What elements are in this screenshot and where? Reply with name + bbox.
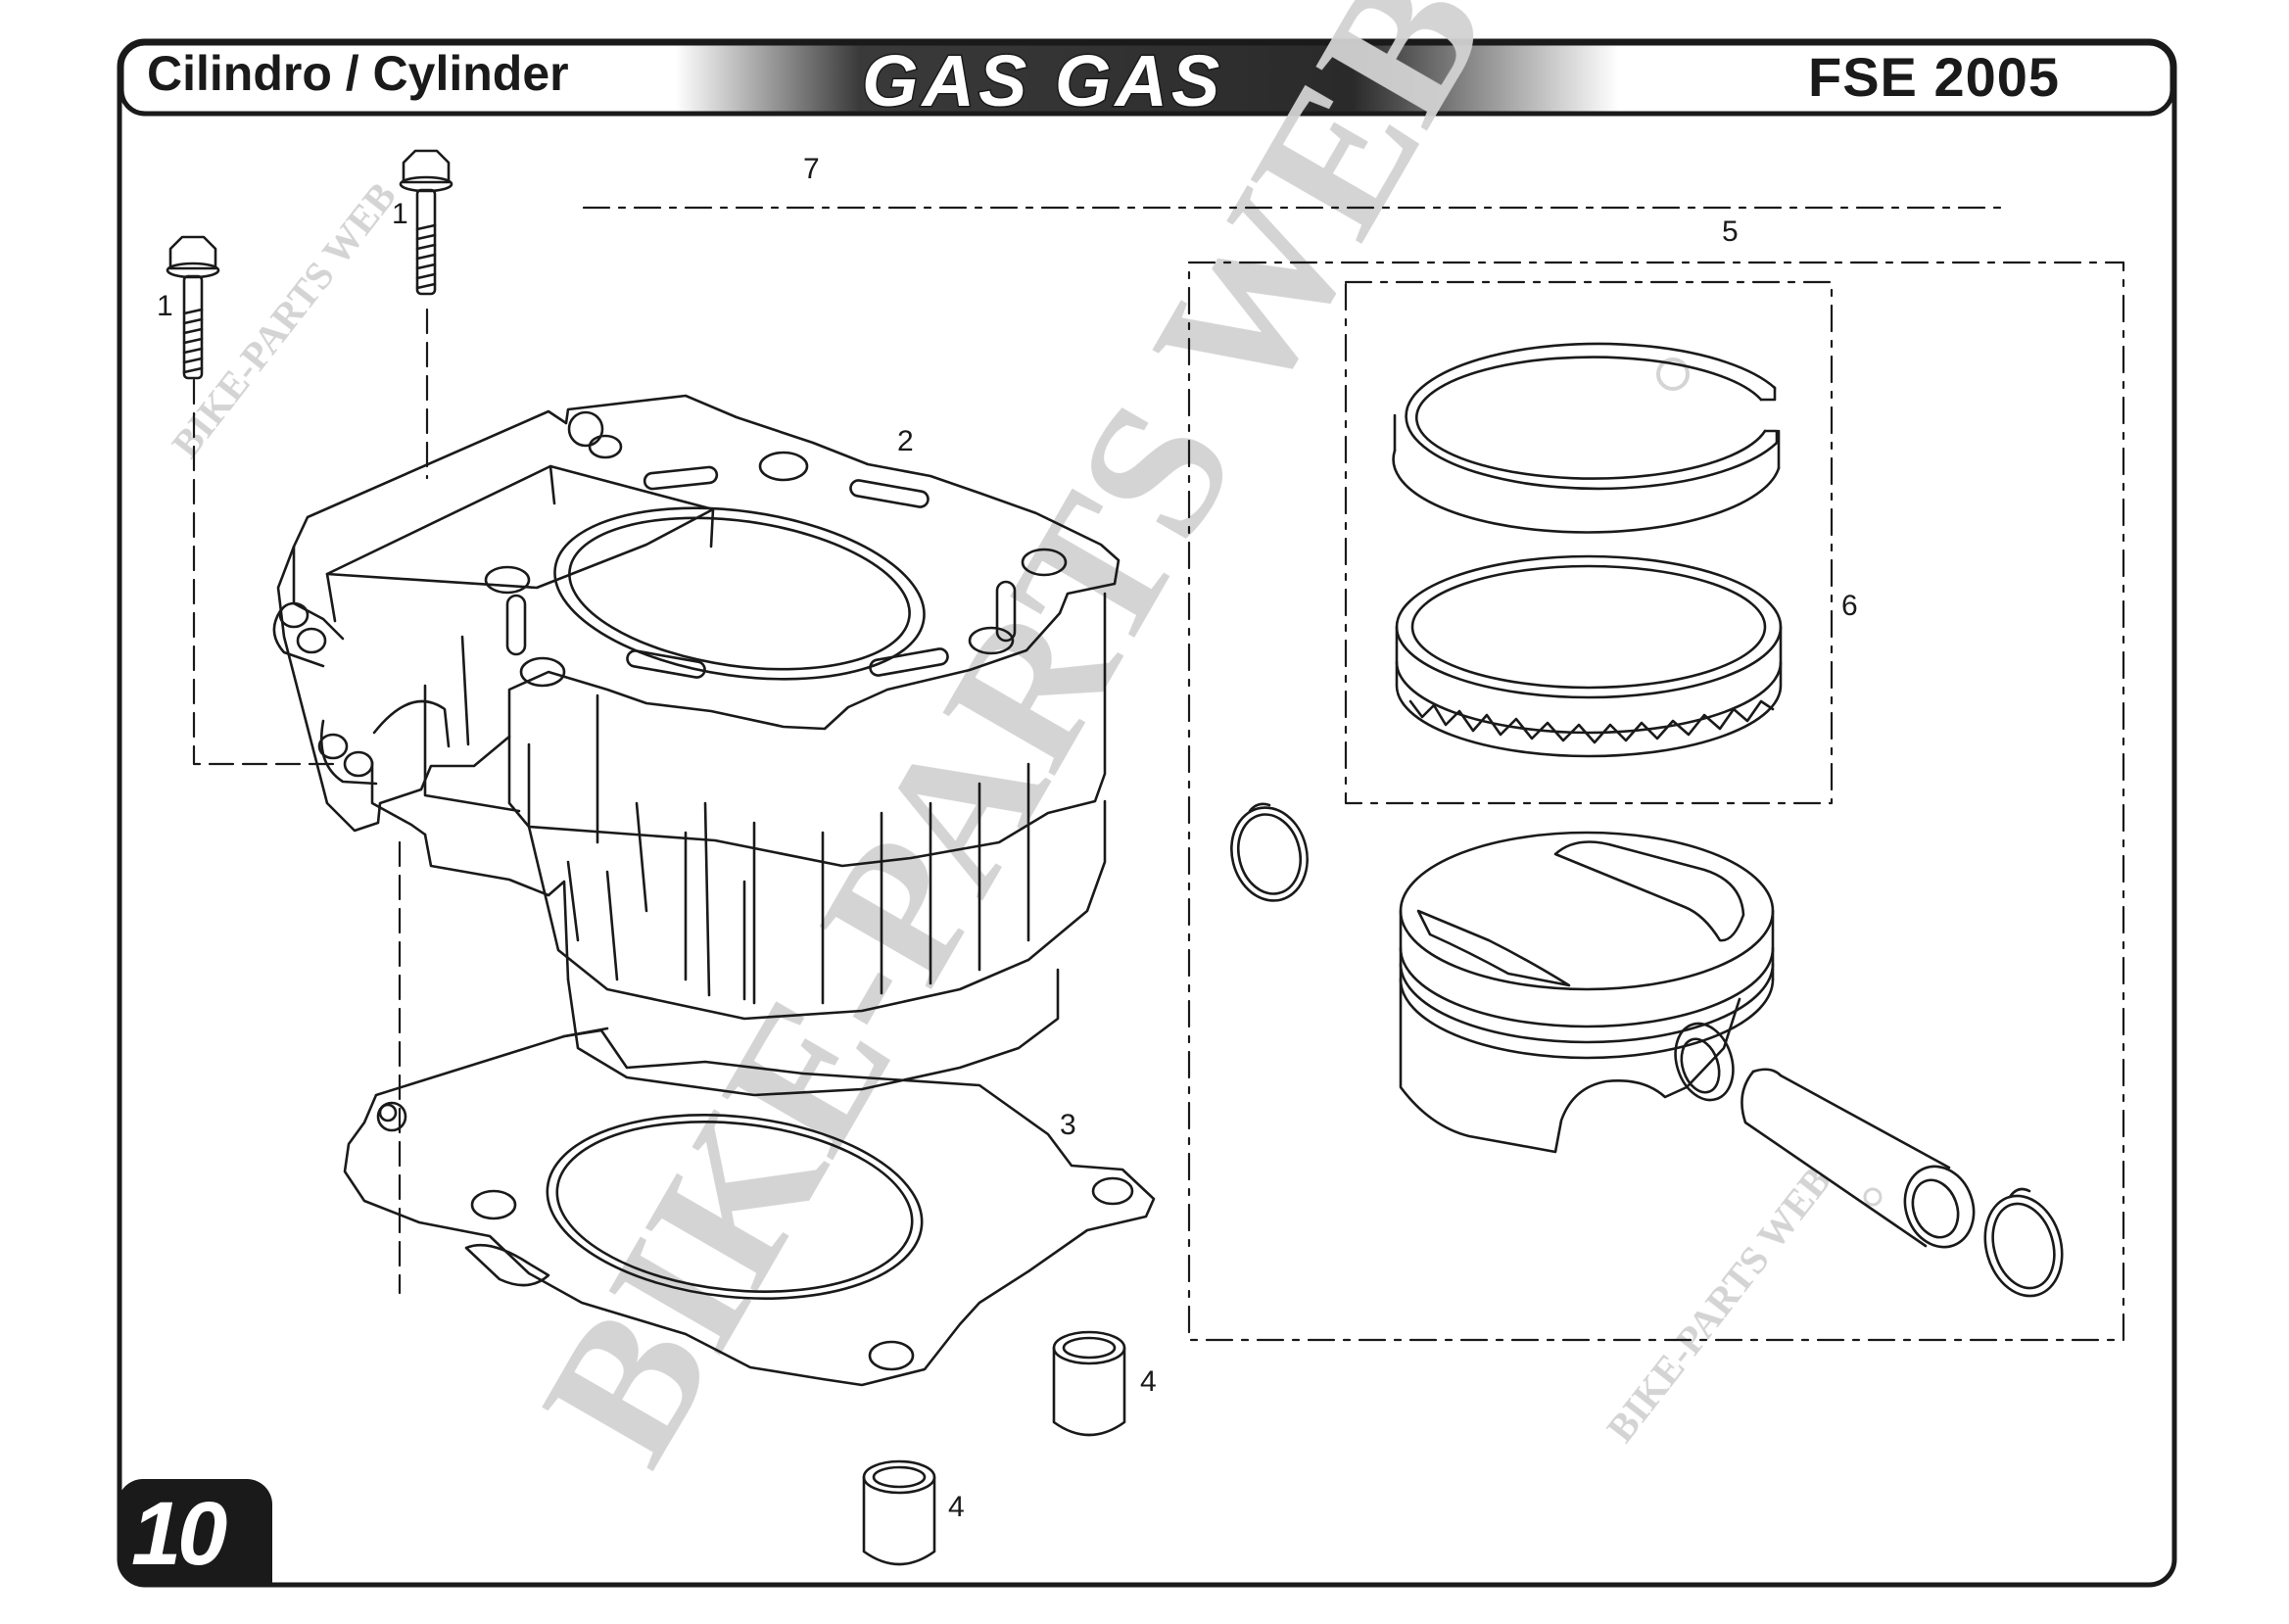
header-band	[119, 40, 2175, 117]
piston-icon	[1399, 831, 1775, 1154]
bolt-left-leader	[192, 378, 335, 766]
callout-1-right: 1	[392, 198, 408, 230]
copyright-mark-large	[1656, 358, 1690, 391]
dowel-upper-icon	[1052, 1330, 1126, 1437]
watermark-group: BIKE-PARTS WEB BIKE-PARTS WEB BIKE-PARTS…	[164, 0, 1883, 1496]
dowel-lower-icon	[862, 1459, 936, 1566]
page-title: Cilindro / Cylinder	[147, 46, 569, 101]
circlip-left-icon	[1230, 802, 1309, 902]
model-label: FSE 2005	[1808, 46, 2061, 108]
circlip-right-icon	[1983, 1187, 2064, 1298]
watermark-small-right: BIKE-PARTS WEB	[1598, 1159, 1839, 1451]
callout-5: 5	[1722, 215, 1739, 248]
oil-ring-icon	[1395, 554, 1783, 758]
watermark-main: BIKE-PARTS WEB	[501, 0, 1528, 1496]
kit-5-box	[1187, 261, 2125, 1342]
piston-pin-icon	[1741, 1068, 1976, 1249]
brand-logo: GAS GAS	[860, 39, 1224, 123]
compression-ring-icon	[1392, 342, 1781, 534]
callout-3: 3	[1060, 1109, 1076, 1141]
assembly-leaders	[192, 308, 429, 1295]
callout-7: 7	[803, 153, 820, 185]
copyright-mark-small	[1863, 1187, 1883, 1207]
bolt-right-icon	[399, 149, 453, 296]
cylinder-drawing	[272, 394, 1121, 1097]
kit-boundaries	[582, 206, 2125, 1342]
page-number-tab	[118, 1479, 272, 1585]
page-number: 10	[131, 1484, 227, 1584]
kit-6-box	[1344, 280, 1834, 805]
callout-1-left: 1	[157, 290, 173, 322]
callout-2: 2	[897, 425, 914, 457]
callout-6: 6	[1841, 590, 1858, 622]
callout-4-upper: 4	[1140, 1365, 1157, 1398]
base-gasket-drawing	[343, 1027, 1156, 1387]
bolt-left-icon	[166, 235, 220, 380]
callout-4-lower: 4	[948, 1491, 965, 1523]
